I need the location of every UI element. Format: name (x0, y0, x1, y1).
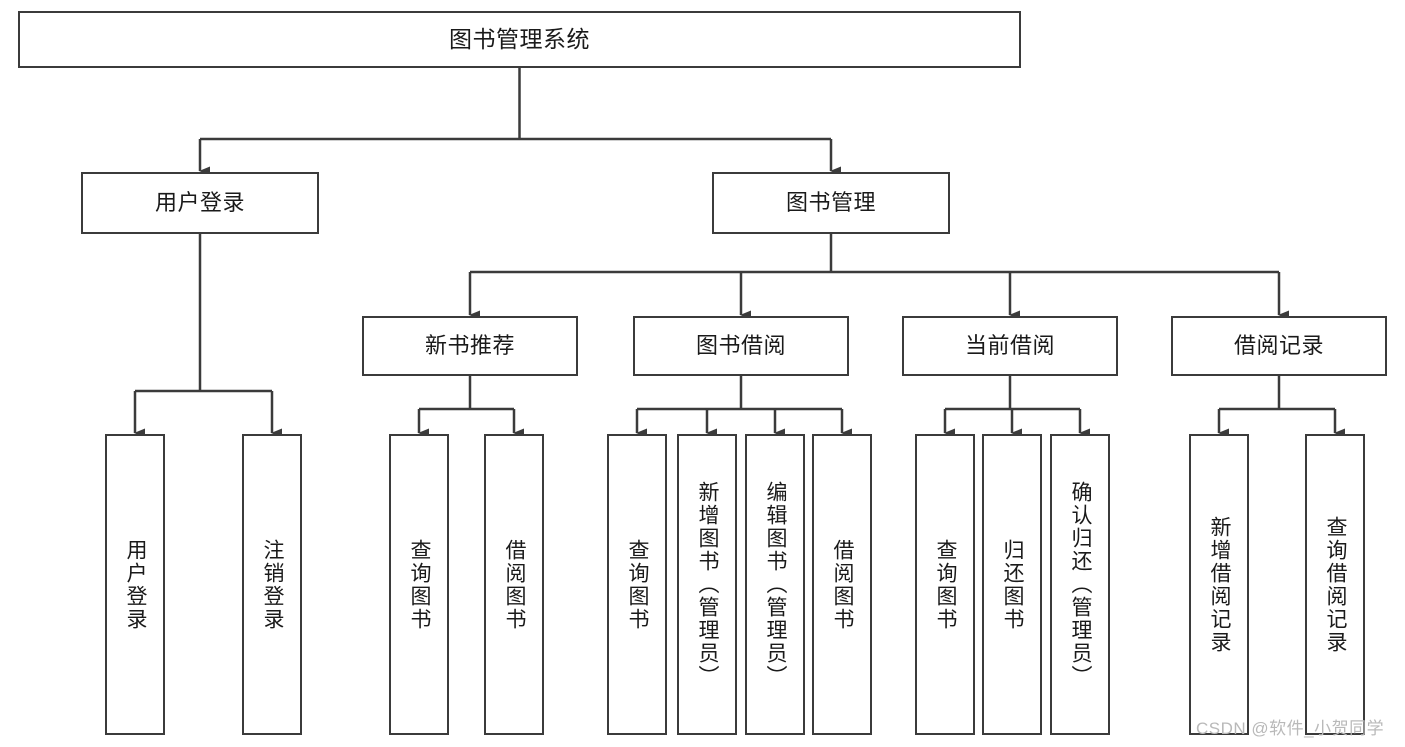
node-book-manage[interactable]: 图书管理 (712, 172, 950, 234)
node-label: 用户登录 (124, 538, 148, 631)
node-label: 借阅图书 (831, 538, 855, 631)
node-label: 当前借阅 (964, 333, 1055, 359)
node-label: 新增图书（管理员） (696, 481, 720, 688)
node-label: 查询图书 (934, 538, 958, 631)
node-leaf-user-login[interactable]: 用户登录 (105, 434, 165, 735)
node-leaf-query-book-2[interactable]: 查询图书 (607, 434, 667, 735)
node-label: 注销登录 (261, 538, 285, 631)
node-label: 查询图书 (408, 538, 432, 631)
node-label: 图书借阅 (695, 333, 786, 359)
node-label: 图书管理系统 (449, 25, 590, 52)
node-label: 借阅记录 (1233, 333, 1324, 359)
node-leaf-logout[interactable]: 注销登录 (242, 434, 302, 735)
node-leaf-borrow-book-2[interactable]: 借阅图书 (812, 434, 872, 735)
node-label: 查询图书 (626, 538, 650, 631)
node-leaf-add-record[interactable]: 新增借阅记录 (1189, 434, 1249, 735)
node-label: 用户登录 (154, 190, 245, 216)
node-leaf-borrow-book-1[interactable]: 借阅图书 (484, 434, 544, 735)
node-borrow-record[interactable]: 借阅记录 (1171, 316, 1387, 376)
node-label: 确认归还（管理员） (1069, 481, 1093, 688)
node-label: 借阅图书 (503, 538, 527, 631)
node-user-login[interactable]: 用户登录 (81, 172, 319, 234)
node-leaf-return-book[interactable]: 归还图书 (982, 434, 1042, 735)
node-leaf-add-book[interactable]: 新增图书（管理员） (677, 434, 737, 735)
node-label: 新书推荐 (424, 333, 515, 359)
node-label: 图书管理 (785, 190, 876, 216)
node-label: 归还图书 (1001, 538, 1025, 631)
node-leaf-edit-book[interactable]: 编辑图书（管理员） (745, 434, 805, 735)
node-leaf-query-record[interactable]: 查询借阅记录 (1305, 434, 1365, 735)
node-book-borrow[interactable]: 图书借阅 (633, 316, 849, 376)
node-label: 新增借阅记录 (1208, 515, 1232, 654)
edge-group (133, 68, 1345, 438)
node-leaf-query-book-3[interactable]: 查询图书 (915, 434, 975, 735)
node-label: 查询借阅记录 (1324, 515, 1348, 654)
node-leaf-query-book-1[interactable]: 查询图书 (389, 434, 449, 735)
node-leaf-confirm-return[interactable]: 确认归还（管理员） (1050, 434, 1110, 735)
node-label: 编辑图书（管理员） (764, 481, 788, 688)
node-new-book-recommend[interactable]: 新书推荐 (362, 316, 578, 376)
node-root[interactable]: 图书管理系统 (18, 11, 1021, 68)
node-current-borrow[interactable]: 当前借阅 (902, 316, 1118, 376)
